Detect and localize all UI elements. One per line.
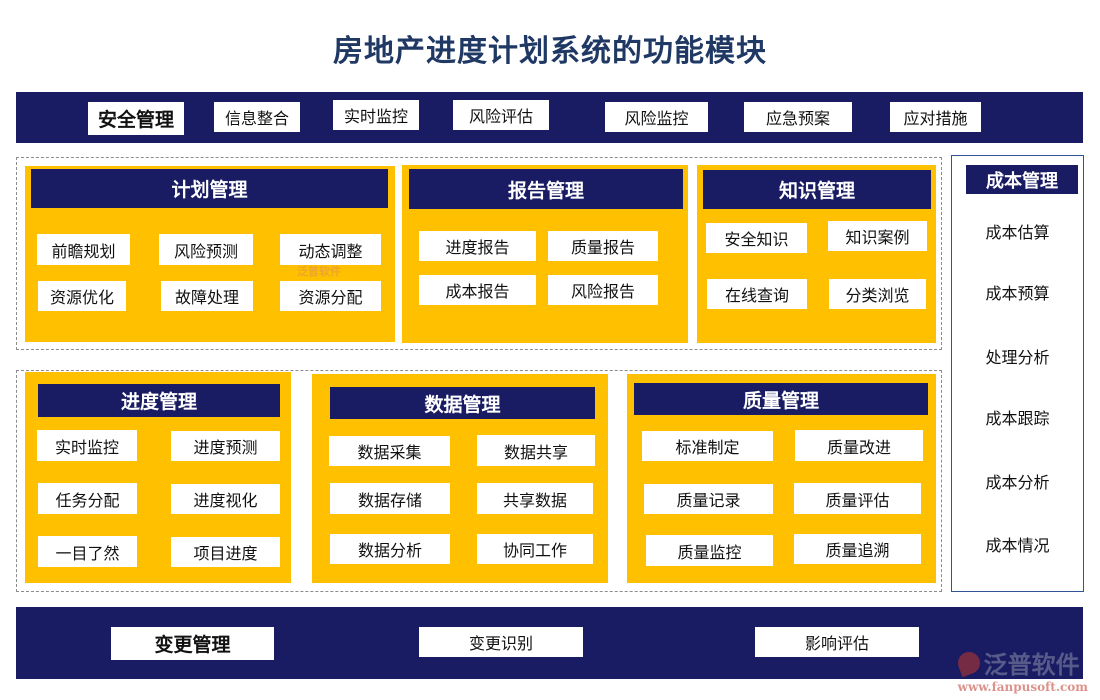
planning-item: 资源分配 [280,281,381,311]
report-item: 风险报告 [548,275,658,305]
knowledge-item: 分类浏览 [829,279,926,309]
knowledge-item: 在线查询 [707,279,807,309]
cost-item: 成本情况 [985,536,1050,555]
planning-item: 故障处理 [161,281,253,311]
band-item-emergency-plan: 应急预案 [744,102,852,132]
planning-item: 资源优化 [38,281,126,311]
watermark: 泛普软件 www.fanpusoft.com [954,645,1088,694]
data-item: 数据存储 [330,483,450,514]
band-item-risk-assessment: 风险评估 [453,100,549,130]
data-item: 数据分析 [330,534,450,564]
fanpu-logo-icon [954,648,983,677]
report-item: 进度报告 [419,231,536,261]
watermark-url: www.fanpusoft.com [957,680,1088,694]
progress-item: 进度预测 [171,431,280,461]
change-management-band: 变更管理 变更识别 影响评估 [16,607,1083,679]
safety-management-label: 安全管理 [88,102,184,135]
watermark-brand: 泛普软件 [983,651,1080,679]
progress-item: 一目了然 [38,536,137,567]
change-management-label: 变更管理 [111,627,274,660]
cost-management-panel: 成本管理 成本估算 成本预算 处理分析 成本跟踪 成本分析 成本情况 [951,155,1084,592]
report-item: 质量报告 [548,231,658,261]
quality-management-module: 质量管理 标准制定 质量改进 质量记录 质量评估 质量监控 质量追溯 [627,374,936,583]
band-item-change-identification: 变更识别 [419,627,583,657]
knowledge-item: 安全知识 [706,223,807,253]
safety-management-band: 安全管理 信息整合 实时监控 风险评估 风险监控 应急预案 应对措施 [16,92,1083,143]
progress-management-header: 进度管理 [38,384,280,417]
progress-item: 项目进度 [171,537,280,567]
quality-item: 质量追溯 [794,534,921,564]
planning-item: 动态调整 [280,234,381,265]
band-item-risk-monitor: 风险监控 [605,102,708,132]
cost-item: 成本跟踪 [985,409,1050,428]
data-item: 共享数据 [477,483,593,514]
planning-item: 风险预测 [159,234,253,265]
progress-management-module: 进度管理 实时监控 进度预测 任务分配 进度视化 一目了然 项目进度 [25,372,291,583]
lower-modules-container [16,370,942,592]
progress-item: 任务分配 [38,483,137,514]
progress-item: 进度视化 [171,484,280,514]
band-item-countermeasures: 应对措施 [890,102,981,132]
quality-item: 质量评估 [794,483,921,514]
upper-modules-container [16,157,942,350]
knowledge-management-header: 知识管理 [703,170,931,209]
quality-item: 质量记录 [644,484,773,514]
report-management-module: 报告管理 进度报告 质量报告 成本报告 风险报告 [402,165,688,343]
band-item-info-integration: 信息整合 [214,102,300,132]
data-item: 数据采集 [329,436,450,466]
watermark-small: 泛普软件 [297,265,341,278]
cost-item: 成本预算 [985,284,1050,303]
report-management-header: 报告管理 [409,169,683,209]
data-item: 协同工作 [477,534,593,564]
cost-management-header: 成本管理 [966,165,1078,194]
planning-item: 前瞻规划 [37,234,130,265]
data-item: 数据共享 [477,435,595,466]
planning-management-module: 计划管理 前瞻规划 风险预测 动态调整 资源优化 故障处理 资源分配 [25,166,395,342]
planning-management-header: 计划管理 [31,169,388,208]
cost-item: 成本估算 [985,223,1050,242]
data-management-module: 数据管理 数据采集 数据共享 数据存储 共享数据 数据分析 协同工作 [312,374,608,583]
knowledge-management-module: 知识管理 安全知识 知识案例 在线查询 分类浏览 [697,165,936,343]
page-title: 房地产进度计划系统的功能模块 [333,34,767,69]
quality-item: 质量改进 [795,430,923,461]
quality-management-header: 质量管理 [634,383,928,415]
knowledge-item: 知识案例 [828,221,927,251]
quality-item: 标准制定 [642,431,773,461]
quality-item: 质量监控 [646,535,773,566]
cost-item: 成本分析 [985,473,1050,492]
data-management-header: 数据管理 [330,387,595,419]
band-item-impact-assessment: 影响评估 [755,627,919,657]
report-item: 成本报告 [419,275,536,305]
progress-item: 实时监控 [37,430,137,461]
cost-item: 处理分析 [985,348,1050,367]
watermark-logo: 泛普软件 [954,645,1088,680]
band-item-realtime-monitor: 实时监控 [333,100,419,130]
